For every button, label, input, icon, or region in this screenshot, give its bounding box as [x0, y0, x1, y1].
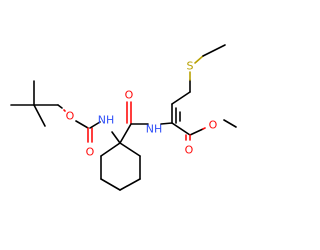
carbamate-nh-label: NH — [98, 114, 115, 127]
amide-carbonyl-bonds — [119, 101, 149, 144]
methyl-ester — [171, 119, 237, 141]
boc-carbonyl-oxygen-label: O — [86, 146, 95, 159]
amide-nitrogen-bonds — [160, 122, 173, 125]
ester-carbonyl-oxygen-label: O — [185, 144, 194, 157]
tert-butyl-group — [10, 80, 63, 127]
thioether-sulfur-label: S — [187, 60, 194, 73]
carbamate-nitrogen-bonds — [111, 131, 121, 144]
boc-carbamate — [63, 109, 101, 143]
amide-nh-label: NH — [146, 123, 163, 136]
ester-oxygen-label: O — [209, 119, 218, 132]
side-chain — [171, 44, 226, 124]
cyclohexane-ring — [100, 142, 141, 191]
boc-ester-oxygen-label: O — [66, 110, 75, 123]
amide-oxygen-label: O — [125, 89, 134, 102]
molecule-structure: O O NH O NH S O O — [10, 44, 237, 191]
